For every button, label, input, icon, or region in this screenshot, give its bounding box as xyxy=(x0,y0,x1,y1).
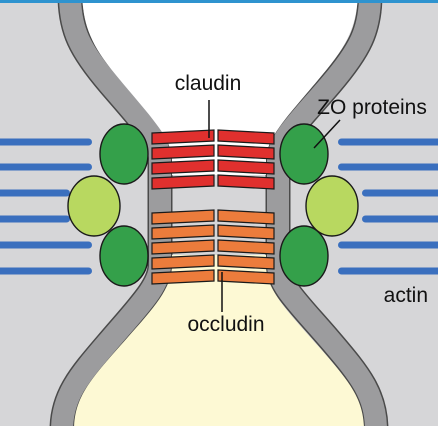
zo-protein-green xyxy=(279,225,329,287)
actin-filament-left xyxy=(0,241,92,249)
junction-strands xyxy=(151,129,275,285)
claudin-strand xyxy=(217,144,275,160)
occludin-strand xyxy=(151,224,215,240)
actin-filament-left xyxy=(0,267,92,275)
occludin-strand xyxy=(217,224,275,240)
zo-proteins xyxy=(67,123,359,287)
actin-filament-left xyxy=(0,189,70,197)
claudin-strand xyxy=(151,129,215,145)
lumen-bottom xyxy=(74,255,364,426)
actin-filament-left xyxy=(0,215,70,223)
actin-filament-right xyxy=(338,138,438,146)
actin-filaments xyxy=(0,138,438,275)
actin-filament-right xyxy=(338,163,438,171)
occludin-strand xyxy=(151,254,215,270)
zo-protein-lightgreen xyxy=(305,175,359,237)
occludin-label: occludin xyxy=(187,313,264,336)
zo-leader xyxy=(313,119,341,149)
claudin-strand xyxy=(151,144,215,160)
actin-filament-left xyxy=(0,138,92,146)
occludin-strand xyxy=(217,254,275,270)
zo-protein-lightgreen xyxy=(67,175,121,237)
lumen-top xyxy=(82,0,358,175)
actin-filament-left xyxy=(0,163,92,171)
claudin-strand xyxy=(151,174,215,190)
occludin-strand xyxy=(217,209,275,225)
actin-label: actin xyxy=(384,284,428,307)
actin-filament-right xyxy=(338,267,438,275)
occludin-strand xyxy=(151,269,215,285)
actin-filament-right xyxy=(362,189,438,197)
top-border xyxy=(0,0,438,3)
zo-protein-green xyxy=(99,225,149,287)
occludin-strand xyxy=(151,209,215,225)
claudin-label: claudin xyxy=(175,72,242,95)
leader-lines xyxy=(208,100,341,312)
zo-protein-green xyxy=(279,123,329,185)
claudin-strand xyxy=(217,159,275,175)
right-membrane xyxy=(267,0,387,426)
claudin-strand xyxy=(217,174,275,190)
zo-protein-green xyxy=(99,123,149,185)
actin-filament-right xyxy=(338,241,438,249)
claudin-strand xyxy=(151,159,215,175)
occludin-strand xyxy=(217,269,275,285)
occludin-strand xyxy=(217,239,275,255)
actin-filament-right xyxy=(362,215,438,223)
zo-proteins-label: ZO proteins xyxy=(317,96,427,119)
claudin-strand xyxy=(217,129,275,145)
occludin-strand xyxy=(151,239,215,255)
